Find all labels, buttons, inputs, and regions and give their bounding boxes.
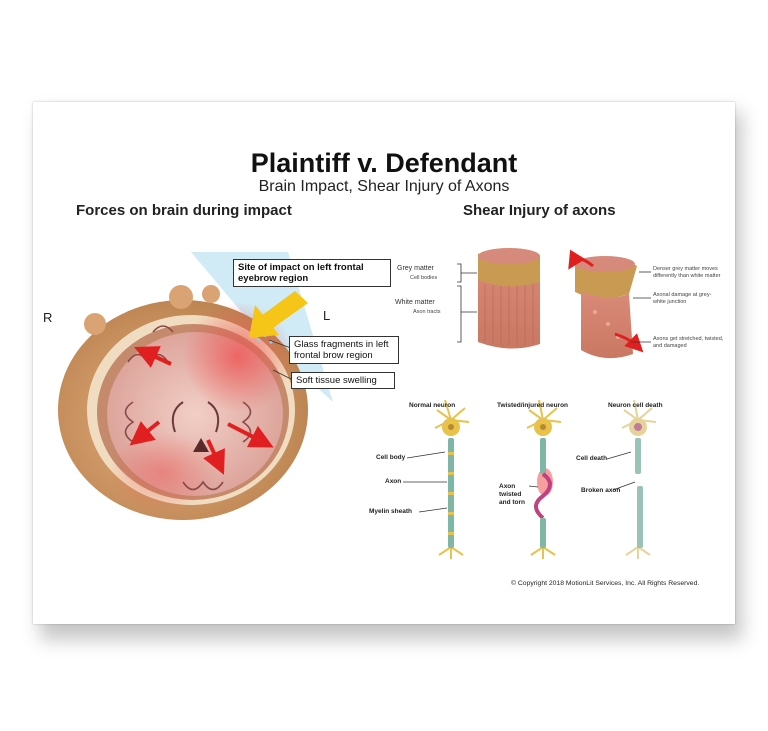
- axonal-damage-label: Axonal damage at grey-white junction: [653, 292, 712, 305]
- right-heading: Shear Injury of axons: [463, 202, 616, 219]
- myelin-sheath-label: Myelin sheath: [369, 508, 412, 515]
- side-label-right: R: [43, 310, 53, 325]
- copyright-text: © Copyright 2018 MotionLit Services, Inc…: [511, 580, 700, 587]
- neuron-death: [621, 399, 657, 559]
- poster-board: Plaintiff v. Defendant Brain Impact, She…: [33, 102, 735, 624]
- denser-grey-label: Denser grey matter moves differently tha…: [653, 266, 721, 279]
- grey-matter-label: Grey matter: [397, 265, 434, 272]
- neuron-normal: [434, 399, 470, 559]
- side-label-left: L: [323, 308, 331, 323]
- impact-site-label: Site of impact on left frontal eyebrow r…: [233, 259, 391, 287]
- cell-bodies-label: Cell bodies: [410, 275, 438, 281]
- tissue-block-normal: [478, 248, 540, 349]
- neuron-death-axon: [629, 418, 647, 548]
- normal-neuron-title: Normal neuron: [409, 402, 456, 409]
- left-heading: Forces on brain during impact: [76, 202, 292, 219]
- tissue-block-sheared: [568, 249, 644, 359]
- head-cross-section: [58, 285, 308, 520]
- page-title: Plaintiff v. Defendant: [250, 148, 518, 178]
- soft-tissue-label: Soft tissue swelling: [291, 372, 395, 389]
- cell-death-label: Cell death: [576, 455, 608, 462]
- neuron-normal-axon: [442, 418, 460, 548]
- impact-arrow: [249, 291, 308, 338]
- glass-fragments-label: Glass fragments in left frontal brow reg…: [289, 336, 399, 364]
- axon-label: Axon: [385, 478, 402, 485]
- axon-twisted-label: Axon twisted and torn: [499, 483, 525, 506]
- force-arrows: [129, 346, 274, 475]
- illustration-layer: [58, 248, 657, 559]
- twisted-neuron-title: Twisted/injured neuron: [497, 402, 569, 409]
- neuron-twisted-axon: [534, 418, 553, 548]
- axon-tracts-label: Axon tracts: [413, 309, 441, 315]
- broken-axon-label: Broken axon: [581, 487, 621, 494]
- neuron-twisted: [526, 399, 562, 559]
- cell-death-neuron-title: Neuron cell death: [608, 402, 663, 409]
- cell-body-label: Cell body: [376, 454, 406, 461]
- white-matter-label: White matter: [395, 299, 435, 306]
- page-subtitle: Brain Impact, Shear Injury of Axons: [258, 178, 510, 195]
- axons-stretched-label: Axons get stretched, twisted, and damage…: [653, 336, 724, 349]
